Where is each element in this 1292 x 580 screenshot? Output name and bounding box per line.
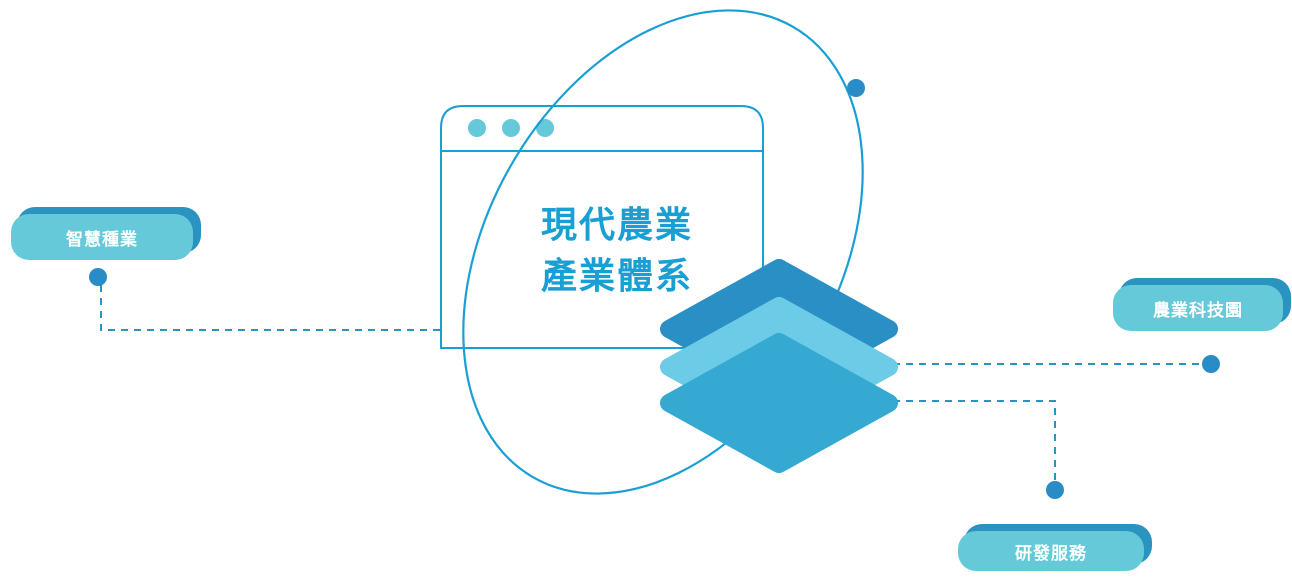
dot-park xyxy=(1202,355,1220,373)
layer-bottom xyxy=(660,333,898,473)
window-dot-1 xyxy=(468,119,486,137)
window-dot-3 xyxy=(536,119,554,137)
dot-smart xyxy=(89,268,107,286)
node-rnd-services: 研發服務 xyxy=(958,524,1152,571)
orbit-dot xyxy=(847,79,865,97)
window-dot-2 xyxy=(502,119,520,137)
node-park-label: 農業科技園 xyxy=(1113,285,1283,331)
connector-rnd xyxy=(880,400,1056,484)
title-line-2: 產業體系 xyxy=(541,256,693,297)
node-smart-label: 智慧種業 xyxy=(11,214,193,260)
node-rnd-label: 研發服務 xyxy=(958,531,1144,571)
title-line-1: 現代農業 xyxy=(541,205,693,246)
dot-rnd xyxy=(1046,481,1064,499)
node-smart-seed-industry: 智慧種業 xyxy=(11,207,201,260)
browser-window-icon xyxy=(440,105,764,349)
node-agri-tech-park: 農業科技園 xyxy=(1113,278,1291,331)
connector-smart xyxy=(100,285,690,331)
layers-stack-icon xyxy=(660,259,898,473)
